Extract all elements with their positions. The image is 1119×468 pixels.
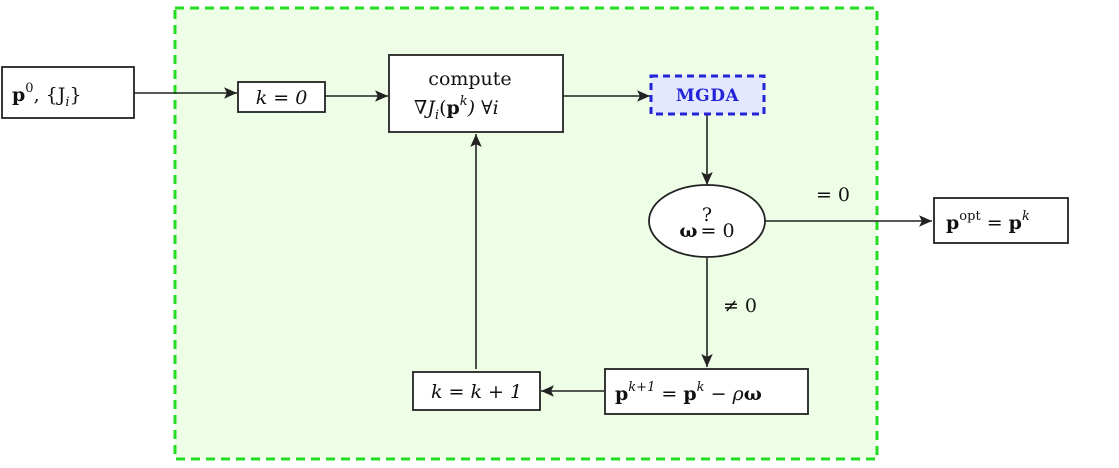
output-node-label: popt = pk [946, 209, 1030, 234]
compute-node [388, 54, 564, 133]
output-node [933, 197, 1069, 244]
increment-node-label: k = k + 1 [431, 381, 522, 403]
check-node-label: ω= 0 [679, 220, 734, 242]
edge-label-zero: = 0 [816, 184, 850, 206]
compute-node-formula: ∇Ji(pk) ∀i [414, 94, 499, 123]
update-node [604, 368, 809, 415]
input-node-label: p0, {Ji} [12, 81, 82, 110]
mgda-node-label: MGDA [676, 86, 740, 106]
init-node-label: k = 0 [256, 87, 308, 109]
update-node-label: pk+1 = pk − ρω [615, 380, 762, 405]
increment-node [412, 371, 541, 411]
edges [134, 87, 932, 397]
mgda-node [649, 74, 766, 116]
init-node [237, 81, 326, 113]
input-node [1, 66, 135, 119]
convergence-check-node [648, 184, 766, 258]
compute-node-title: compute [428, 68, 511, 90]
check-question-mark: ? [702, 204, 712, 226]
edge-label-nonzero: ≠ 0 [723, 295, 757, 317]
